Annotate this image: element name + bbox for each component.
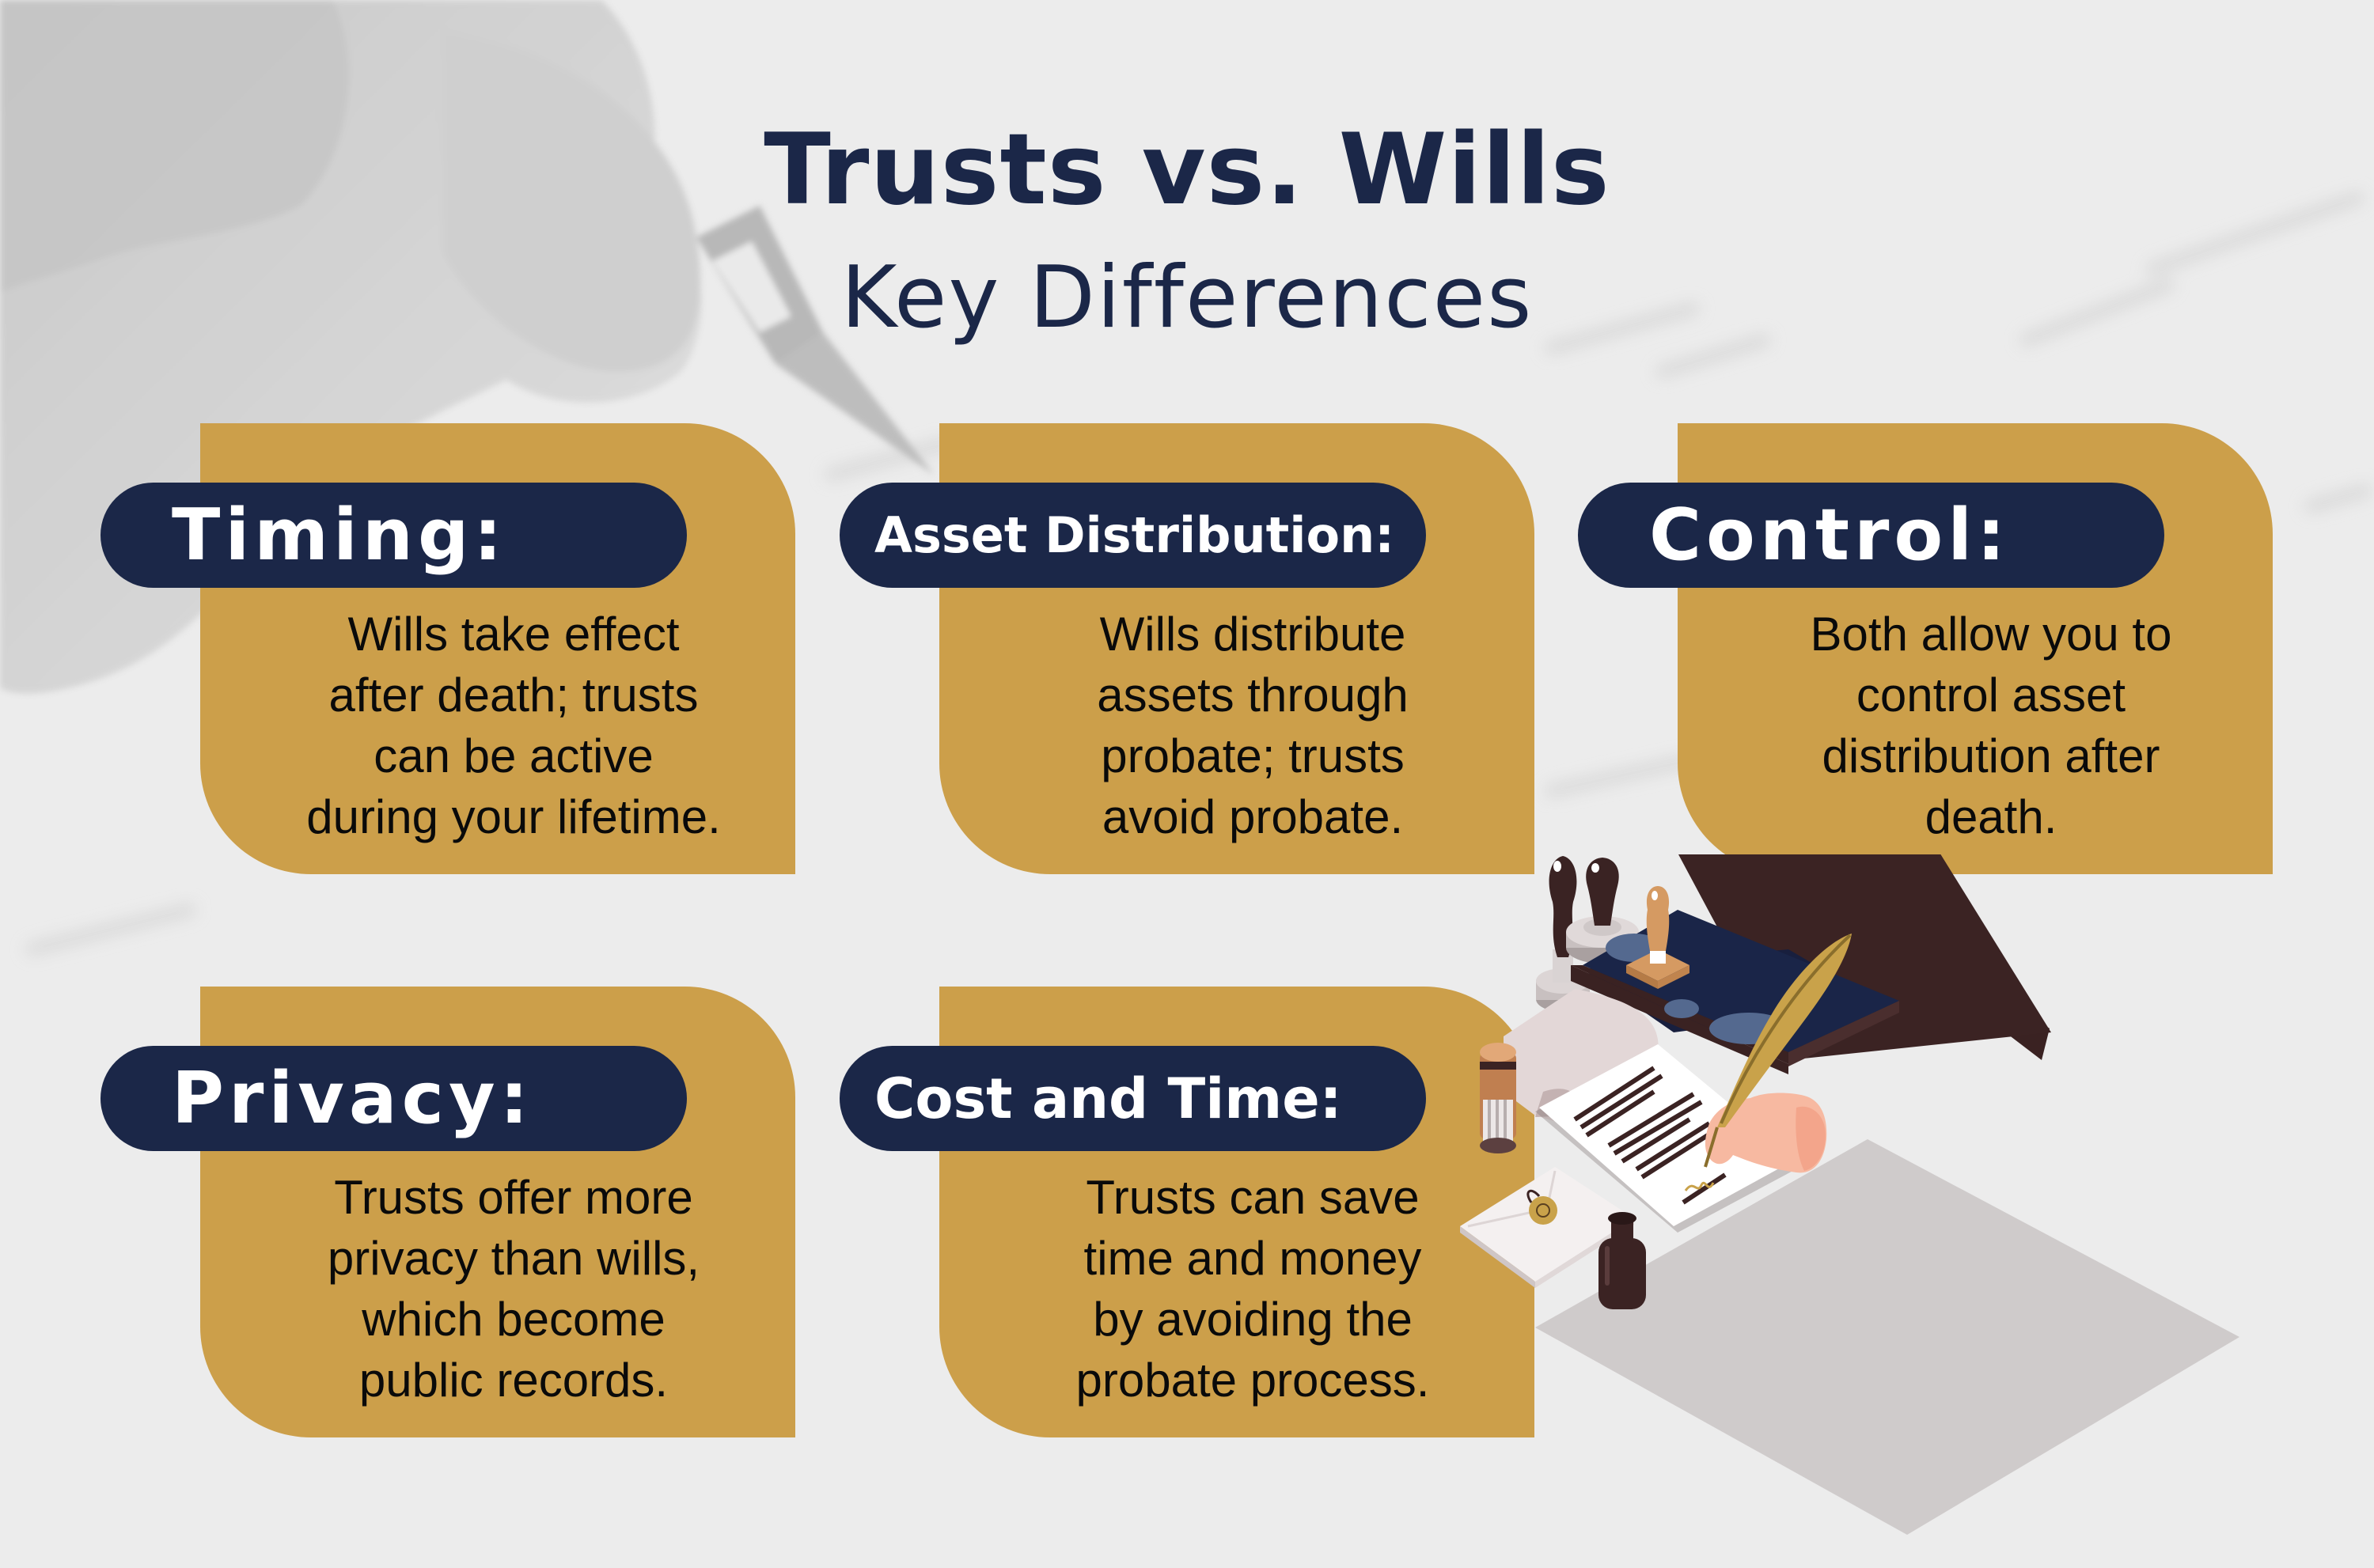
card-text-line: after death; trusts bbox=[328, 668, 699, 722]
card-label-pill: Control: bbox=[1578, 483, 2164, 588]
card-asset-distribution: Asset Distribution: Wills distribute ass… bbox=[840, 423, 1534, 874]
card-text-line: can be active bbox=[374, 729, 654, 782]
card-text-line: Wills take effect bbox=[347, 608, 680, 661]
card-text-line: probate; trusts bbox=[1101, 729, 1405, 782]
card-privacy: Privacy: Trusts offer more privacy than … bbox=[100, 987, 795, 1437]
card-text-line: avoid probate. bbox=[1102, 790, 1404, 843]
card-timing: Timing: Wills take effect after death; t… bbox=[100, 423, 795, 874]
page-subtitle: Key Differences bbox=[840, 248, 1534, 347]
card-text-line: Trusts can save bbox=[1086, 1171, 1420, 1224]
card-text-line: distribution after bbox=[1822, 729, 2160, 782]
card-text-line: Both allow you to bbox=[1810, 608, 2172, 661]
card-text-line: assets through bbox=[1097, 668, 1409, 722]
card-text-line: death. bbox=[1925, 790, 2057, 843]
card-label-pill: Privacy: bbox=[100, 1046, 687, 1151]
card-label-pill: Cost and Time: bbox=[840, 1046, 1426, 1151]
card-description: Trusts can save time and money by avoidi… bbox=[987, 1167, 1519, 1411]
card-text-line: which become bbox=[362, 1293, 666, 1346]
card-text-line: probate process. bbox=[1075, 1354, 1430, 1407]
card-text-line: public records. bbox=[358, 1354, 669, 1407]
card-label-pill: Timing: bbox=[100, 483, 687, 588]
card-text-line: privacy than wills, bbox=[327, 1232, 700, 1285]
card-text-line: during your lifetime. bbox=[306, 790, 721, 843]
card-description: Trusts offer more privacy than wills, wh… bbox=[248, 1167, 779, 1411]
card-text-line: time and money bbox=[1083, 1232, 1422, 1285]
card-text-line: Wills distribute bbox=[1099, 608, 1406, 661]
card-label: Control: bbox=[1649, 494, 2011, 577]
card-label-pill: Asset Distribution: bbox=[840, 483, 1426, 588]
self-inking-stamp-icon bbox=[1480, 1043, 1516, 1153]
card-label: Cost and Time: bbox=[874, 1066, 1342, 1131]
page-title: Trusts vs. Wills bbox=[764, 113, 1610, 227]
card-control: Control: Both allow you to control asset… bbox=[1578, 423, 2273, 874]
card-label: Asset Distribution: bbox=[874, 506, 1395, 564]
card-text-line: control asset bbox=[1856, 668, 2126, 722]
card-label: Privacy: bbox=[172, 1057, 533, 1140]
card-cost-and-time: Cost and Time: Trusts can save time and … bbox=[840, 987, 1534, 1437]
card-label: Timing: bbox=[172, 494, 507, 577]
title-block: Trusts vs. Wills Key Differences bbox=[0, 111, 2374, 358]
card-text-line: Trusts offer more bbox=[334, 1171, 693, 1224]
ink-bottle-icon bbox=[1598, 1212, 1646, 1309]
card-text-line: by avoiding the bbox=[1093, 1293, 1413, 1346]
sealed-envelope-icon bbox=[1460, 1167, 1634, 1288]
card-description: Both allow you to control asset distribu… bbox=[1725, 604, 2257, 847]
card-description: Wills take effect after death; trusts ca… bbox=[248, 604, 779, 847]
card-description: Wills distribute assets through probate;… bbox=[987, 604, 1519, 847]
quill-pen-icon bbox=[1704, 934, 1852, 1168]
signed-document-icon bbox=[1535, 1044, 1800, 1233]
legal-desk-illustration bbox=[1460, 854, 2239, 1535]
